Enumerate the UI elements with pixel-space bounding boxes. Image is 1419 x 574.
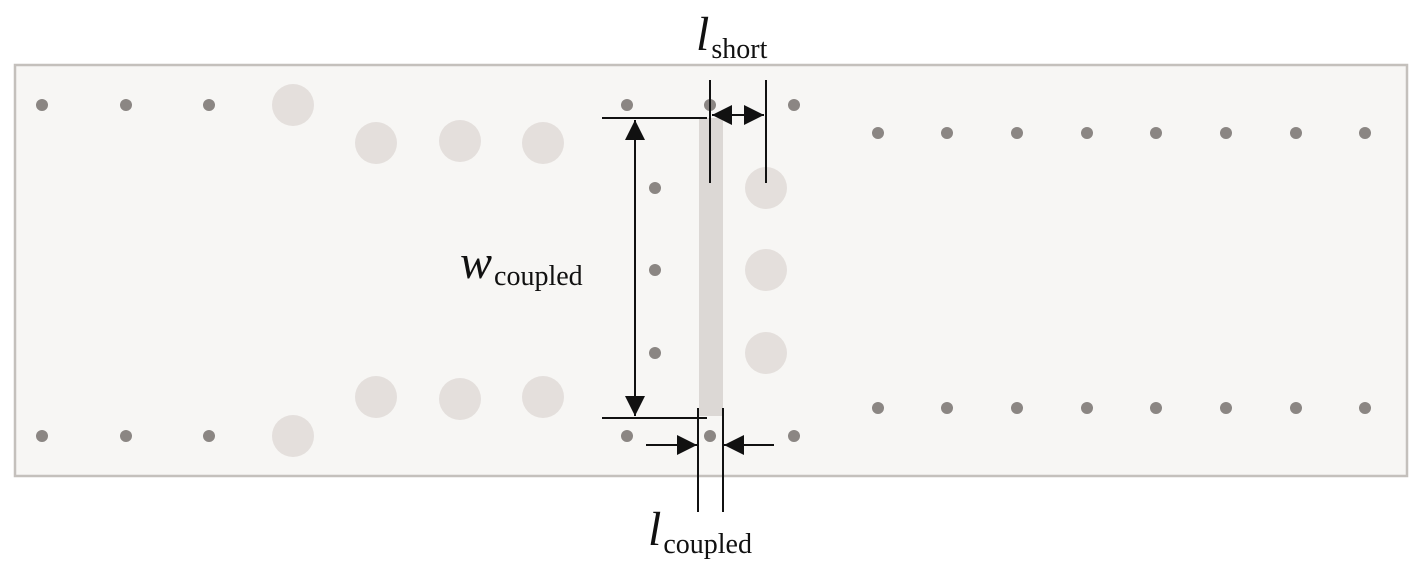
small-via	[621, 99, 633, 111]
small-via	[704, 430, 716, 442]
small-via	[1359, 402, 1371, 414]
small-via	[1290, 127, 1302, 139]
small-via	[1220, 127, 1232, 139]
small-via	[649, 264, 661, 276]
large-via	[522, 376, 564, 418]
small-via	[120, 430, 132, 442]
label-w-coupled: wcoupled	[460, 236, 583, 292]
small-via	[1290, 402, 1302, 414]
label-w-coupled-symbol: w	[460, 236, 492, 289]
small-via	[1150, 402, 1162, 414]
label-w-coupled-subscript: coupled	[494, 261, 583, 292]
small-via	[649, 182, 661, 194]
large-via	[439, 378, 481, 420]
large-via	[272, 415, 314, 457]
small-via	[1081, 127, 1093, 139]
large-via	[745, 332, 787, 374]
dimension-w-coupled	[602, 117, 707, 419]
large-via	[745, 167, 787, 209]
label-l-short: lshort	[696, 8, 768, 65]
small-via	[1081, 402, 1093, 414]
small-via	[1220, 402, 1232, 414]
small-via	[872, 127, 884, 139]
small-via	[1011, 127, 1023, 139]
small-via	[941, 127, 953, 139]
small-via	[649, 347, 661, 359]
small-via	[788, 99, 800, 111]
large-via	[355, 122, 397, 164]
large-via	[745, 249, 787, 291]
dimension-l-coupled	[646, 408, 774, 512]
small-via-group	[36, 99, 1371, 442]
small-via	[36, 430, 48, 442]
small-via	[203, 430, 215, 442]
label-l-coupled-subscript: coupled	[663, 529, 752, 560]
small-via	[1011, 402, 1023, 414]
small-via	[1359, 127, 1371, 139]
large-via	[439, 120, 481, 162]
large-via	[355, 376, 397, 418]
label-l-short-symbol: l	[696, 8, 709, 61]
large-via	[522, 122, 564, 164]
small-via	[203, 99, 215, 111]
label-l-coupled: lcoupled	[648, 503, 752, 560]
small-via	[36, 99, 48, 111]
large-via-group	[272, 84, 787, 457]
label-l-coupled-symbol: l	[648, 503, 661, 556]
label-l-short-subscript: short	[711, 34, 767, 65]
small-via	[941, 402, 953, 414]
small-via	[621, 430, 633, 442]
small-via	[1150, 127, 1162, 139]
small-via	[872, 402, 884, 414]
large-via	[272, 84, 314, 126]
dimension-l-short	[709, 80, 767, 183]
small-via	[788, 430, 800, 442]
small-via	[120, 99, 132, 111]
